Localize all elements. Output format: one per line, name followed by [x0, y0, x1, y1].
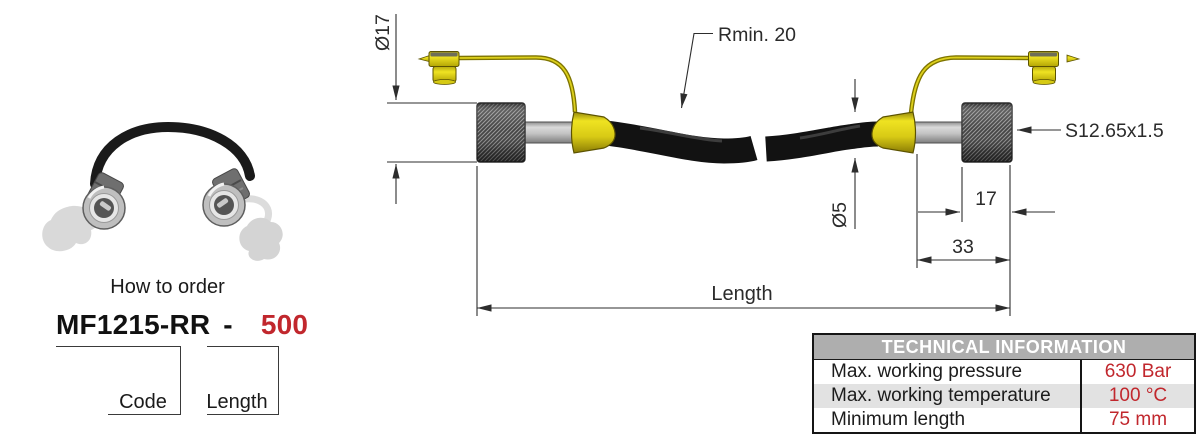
- length-bracket: [207, 346, 279, 415]
- dim-label-overall-length: Length: [711, 283, 772, 305]
- order-code-line: MF1215-RR-500: [56, 309, 308, 341]
- technical-information-table: TECHNICAL INFORMATION Max. working press…: [812, 333, 1196, 434]
- photo-right-connector: [202, 168, 250, 227]
- technical-drawing: Ø17 Rmin. 20 Ø5 S12.65x1.5 17 33 Length: [372, 14, 1164, 316]
- left-cap-lanyard-highlight: [458, 56, 576, 113]
- hose-highlight: [799, 124, 861, 140]
- left-protection-cap: [417, 51, 460, 85]
- hose: [604, 120, 879, 164]
- dim-label-nut-diameter: Ø17: [372, 14, 394, 51]
- dim-label-bend-radius: Rmin. 20: [718, 24, 796, 46]
- hose-left-segment: [604, 120, 758, 164]
- left-fitting: [417, 51, 616, 163]
- photo-hose: [90, 121, 255, 189]
- dimension-lines: [387, 14, 1061, 316]
- dim-label-end-fitting-length: 33: [952, 236, 974, 258]
- table-row-value: 630 Bar: [1080, 360, 1194, 384]
- table-row-label: Minimum length: [831, 409, 966, 430]
- how-to-order-heading: How to order: [110, 276, 225, 298]
- technical-information-header: TECHNICAL INFORMATION: [814, 335, 1194, 360]
- photo-right-cap: [239, 217, 283, 261]
- photo-left-connector: [82, 172, 126, 230]
- table-row: Minimum length 75 mm: [814, 408, 1194, 432]
- dim-label-hose-diameter: Ø5: [829, 202, 851, 228]
- table-row-label: Max. working temperature: [831, 385, 1051, 406]
- length-bracket-underline: [207, 414, 278, 415]
- right-cap-lanyard-highlight: [910, 56, 1030, 114]
- right-shaft: [909, 121, 965, 144]
- photo-left-cap: [42, 205, 98, 252]
- length-label: Length: [206, 391, 268, 413]
- dim-rmin-leader: [680, 32, 713, 109]
- hose-right-segment: [765, 121, 879, 162]
- left-shaft: [521, 121, 577, 144]
- dim-label-thread: S12.65x1.5: [1065, 120, 1164, 142]
- left-knurled-nut-shade: [477, 103, 525, 162]
- dim-label-nut-width: 17: [975, 188, 997, 210]
- table-row-label: Max. working pressure: [831, 361, 1023, 382]
- right-fitting: [871, 51, 1081, 163]
- right-protection-cap: [1028, 51, 1081, 85]
- order-separator: -: [223, 309, 233, 340]
- table-row: Max. working pressure 630 Bar: [814, 360, 1194, 384]
- table-row-value: 100 °C: [1080, 384, 1194, 408]
- order-length-value: 500: [260, 309, 309, 340]
- left-strain-relief-cone: [570, 111, 616, 154]
- table-row: Max. working temperature 100 °C: [814, 384, 1194, 408]
- right-strain-relief-cone: [871, 111, 917, 154]
- product-photo: [42, 121, 283, 261]
- right-knurled-nut-shade: [962, 103, 1012, 162]
- order-code: MF1215-RR: [56, 309, 211, 340]
- table-row-value: 75 mm: [1080, 408, 1194, 432]
- hose-highlight: [639, 126, 723, 143]
- code-bracket: [56, 346, 181, 415]
- code-label: Code: [119, 391, 167, 413]
- code-bracket-underline: [108, 414, 180, 415]
